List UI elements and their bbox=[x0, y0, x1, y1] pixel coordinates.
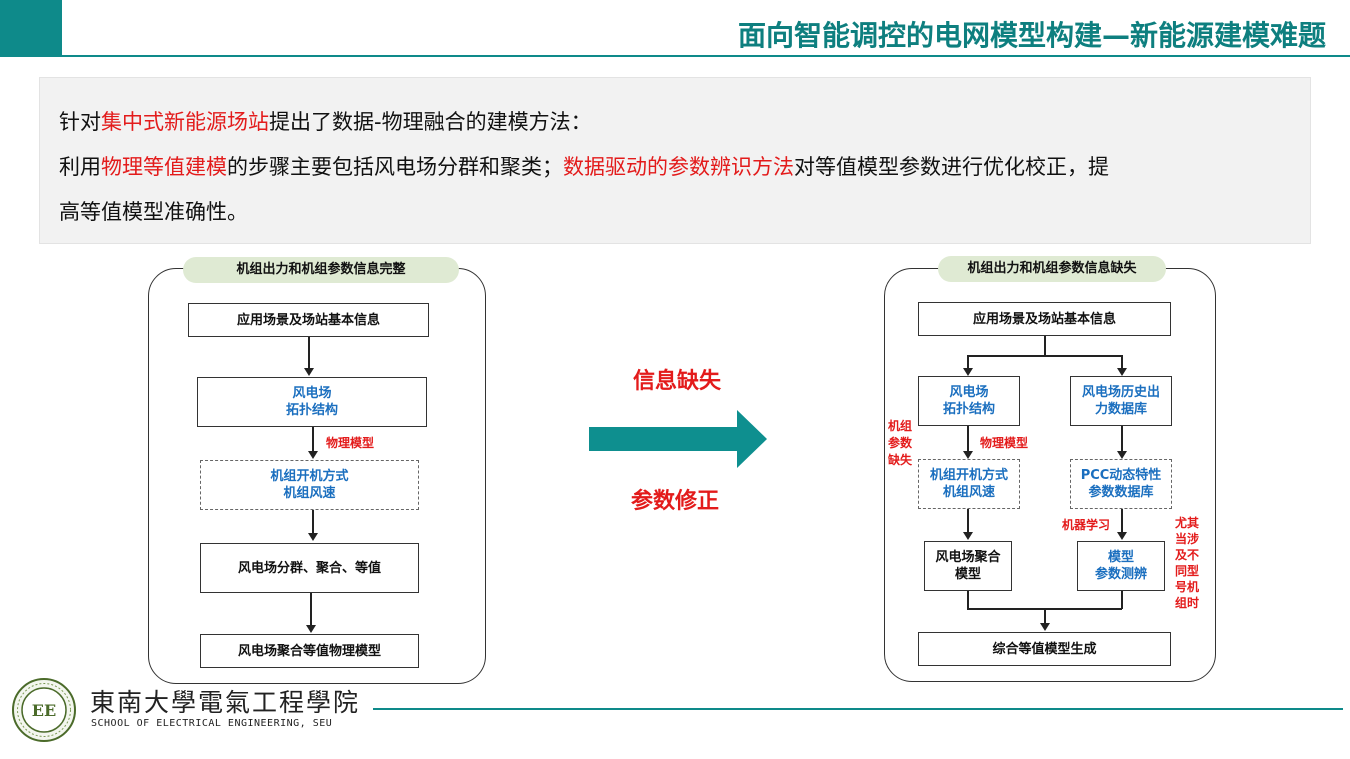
footer-divider bbox=[373, 708, 1343, 710]
left-arrow-1 bbox=[308, 337, 310, 369]
right-merge-arrowhead bbox=[1040, 623, 1050, 631]
school-name-english: SCHOOL OF ELECTRICAL ENGINEERING, SEU bbox=[91, 718, 333, 729]
school-seal-icon: EE bbox=[12, 678, 76, 742]
intro-text: 的步骤主要包括风电场分群和聚类； bbox=[227, 155, 563, 179]
left-arrowhead-3 bbox=[308, 533, 318, 541]
transition-arrow-icon bbox=[589, 410, 767, 468]
right-left-aggregate-model: 风电场聚合 模型 bbox=[924, 541, 1012, 591]
left-arrow-3 bbox=[312, 510, 314, 533]
left-step-clustering: 风电场分群、聚合、等值 bbox=[200, 543, 419, 593]
left-panel-title: 机组出力和机组参数信息完整 bbox=[183, 257, 459, 283]
transition-arrow-shape bbox=[589, 410, 767, 468]
right-split-right-arrowhead bbox=[1117, 368, 1127, 376]
left-step-topology-label: 风电场 拓扑结构 bbox=[285, 386, 338, 418]
intro-text: 高等值模型准确性。 bbox=[59, 200, 248, 224]
right-step-comprehensive-model: 综合等值模型生成 bbox=[918, 632, 1171, 666]
right-left-arrowhead-1 bbox=[963, 451, 973, 459]
right-split-stem bbox=[1044, 336, 1046, 356]
left-arrowhead-2 bbox=[308, 451, 318, 459]
school-seal-letters: EE bbox=[32, 701, 56, 720]
school-name-chinese: 東南大學電氣工程學院 bbox=[90, 688, 361, 717]
right-right-pcc-db: PCC动态特性 参数数据库 bbox=[1070, 459, 1172, 509]
intro-highlight-text: 数据驱动的参数辨识方法 bbox=[563, 155, 794, 179]
intro-line-2: 利用物理等值建模的步骤主要包括风电场分群和聚类；数据驱动的参数辨识方法对等值模型… bbox=[59, 151, 1109, 181]
right-left-aggregate-model-label: 风电场聚合 模型 bbox=[935, 550, 1001, 582]
intro-text: 对等值模型参数进行优化校正，提 bbox=[794, 155, 1109, 179]
right-right-arrowhead-2 bbox=[1117, 532, 1127, 540]
header-divider bbox=[0, 55, 1350, 57]
middle-label-info-missing: 信息缺失 bbox=[633, 369, 722, 394]
right-right-arrow-2 bbox=[1121, 509, 1123, 532]
left-arrowhead-1 bbox=[304, 368, 314, 376]
intro-line-3: 高等值模型准确性。 bbox=[59, 196, 248, 226]
left-step-unit-operation: 机组开机方式 机组风速 bbox=[200, 460, 419, 510]
left-arrow-4 bbox=[310, 593, 312, 625]
left-step-equivalent-model-label: 风电场聚合等值物理模型 bbox=[237, 643, 381, 659]
intro-highlight-text: 物理等值建模 bbox=[101, 155, 227, 179]
right-left-arrow-2 bbox=[967, 509, 969, 532]
right-step-scenario: 应用场景及场站基本信息 bbox=[918, 302, 1171, 336]
right-merge-right-riser bbox=[1121, 591, 1123, 609]
right-right-param-identification: 模型 参数测辨 bbox=[1077, 541, 1165, 591]
intro-text: 针对 bbox=[59, 110, 101, 134]
right-left-arrow-1 bbox=[967, 426, 969, 451]
right-right-param-identification-label: 模型 参数测辨 bbox=[1094, 550, 1147, 582]
left-arrowhead-4 bbox=[306, 625, 316, 633]
intro-line-1: 针对集中式新能源场站提出了数据-物理融合的建模方法： bbox=[59, 106, 592, 136]
right-left-arrowhead-2 bbox=[963, 532, 973, 540]
left-step-scenario: 应用场景及场站基本信息 bbox=[188, 303, 429, 337]
right-right-arrow-1 bbox=[1121, 426, 1123, 451]
right-right-history-db: 风电场历史出 力数据库 bbox=[1070, 376, 1172, 426]
right-merge-left-riser bbox=[967, 591, 969, 609]
left-step-clustering-label: 风电场分群、聚合、等值 bbox=[237, 560, 381, 576]
left-step-equivalent-model: 风电场聚合等值物理模型 bbox=[200, 634, 419, 668]
intro-highlight-text: 集中式新能源场站 bbox=[101, 110, 269, 134]
right-split-left-arrowhead bbox=[963, 368, 973, 376]
left-edge-label-physical-model: 物理模型 bbox=[326, 436, 375, 450]
right-left-unit-operation: 机组开机方式 机组风速 bbox=[918, 459, 1020, 509]
middle-label-param-correction: 参数修正 bbox=[631, 489, 720, 514]
right-step-comprehensive-model-label: 综合等值模型生成 bbox=[992, 641, 1097, 657]
right-right-pcc-db-label: PCC动态特性 参数数据库 bbox=[1080, 468, 1162, 500]
right-step-scenario-label: 应用场景及场站基本信息 bbox=[972, 311, 1116, 327]
intro-text: 利用 bbox=[59, 155, 101, 179]
right-edge-label-machine-learning: 机器学习 bbox=[1062, 518, 1111, 532]
header-accent-block bbox=[0, 0, 62, 56]
right-merge-stem bbox=[1044, 608, 1046, 623]
left-step-unit-operation-label: 机组开机方式 机组风速 bbox=[270, 469, 349, 501]
right-right-arrowhead-1 bbox=[1117, 451, 1127, 459]
right-split-bar bbox=[967, 355, 1122, 357]
right-panel-title: 机组出力和机组参数信息缺失 bbox=[938, 256, 1166, 282]
right-right-history-db-label: 风电场历史出 力数据库 bbox=[1081, 385, 1160, 417]
intro-box: 针对集中式新能源场站提出了数据-物理融合的建模方法： 利用物理等值建模的步骤主要… bbox=[39, 77, 1311, 244]
right-left-topology: 风电场 拓扑结构 bbox=[918, 376, 1020, 426]
intro-text: 提出了数据-物理融合的建模方法： bbox=[269, 110, 592, 134]
right-note-unit-params-missing: 机组 参数 缺失 bbox=[888, 419, 913, 467]
left-step-scenario-label: 应用场景及场站基本信息 bbox=[236, 312, 380, 328]
right-edge-label-physical-model: 物理模型 bbox=[980, 436, 1029, 450]
right-note-different-models: 尤其 当涉 及不 同型 号机 组时 bbox=[1175, 516, 1200, 610]
right-left-unit-operation-label: 机组开机方式 机组风速 bbox=[929, 468, 1008, 500]
right-split-left-drop bbox=[967, 355, 969, 368]
right-left-topology-label: 风电场 拓扑结构 bbox=[942, 385, 995, 417]
left-step-topology: 风电场 拓扑结构 bbox=[197, 377, 427, 427]
left-arrow-2 bbox=[312, 427, 314, 451]
right-split-right-drop bbox=[1121, 355, 1123, 368]
page-title: 面向智能调控的电网模型构建—新能源建模难题 bbox=[737, 19, 1326, 52]
